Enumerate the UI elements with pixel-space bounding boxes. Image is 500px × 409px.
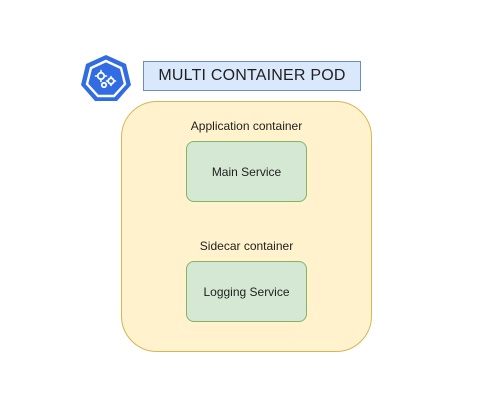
logging-service-box: Logging Service: [186, 261, 307, 322]
sidecar-container-label: Sidecar container: [199, 239, 294, 253]
diagram-title: MULTI CONTAINER POD: [143, 61, 361, 91]
application-container-label: Application container: [190, 119, 303, 133]
main-service-box: Main Service: [186, 141, 307, 202]
kubernetes-pod-icon: [81, 55, 131, 101]
